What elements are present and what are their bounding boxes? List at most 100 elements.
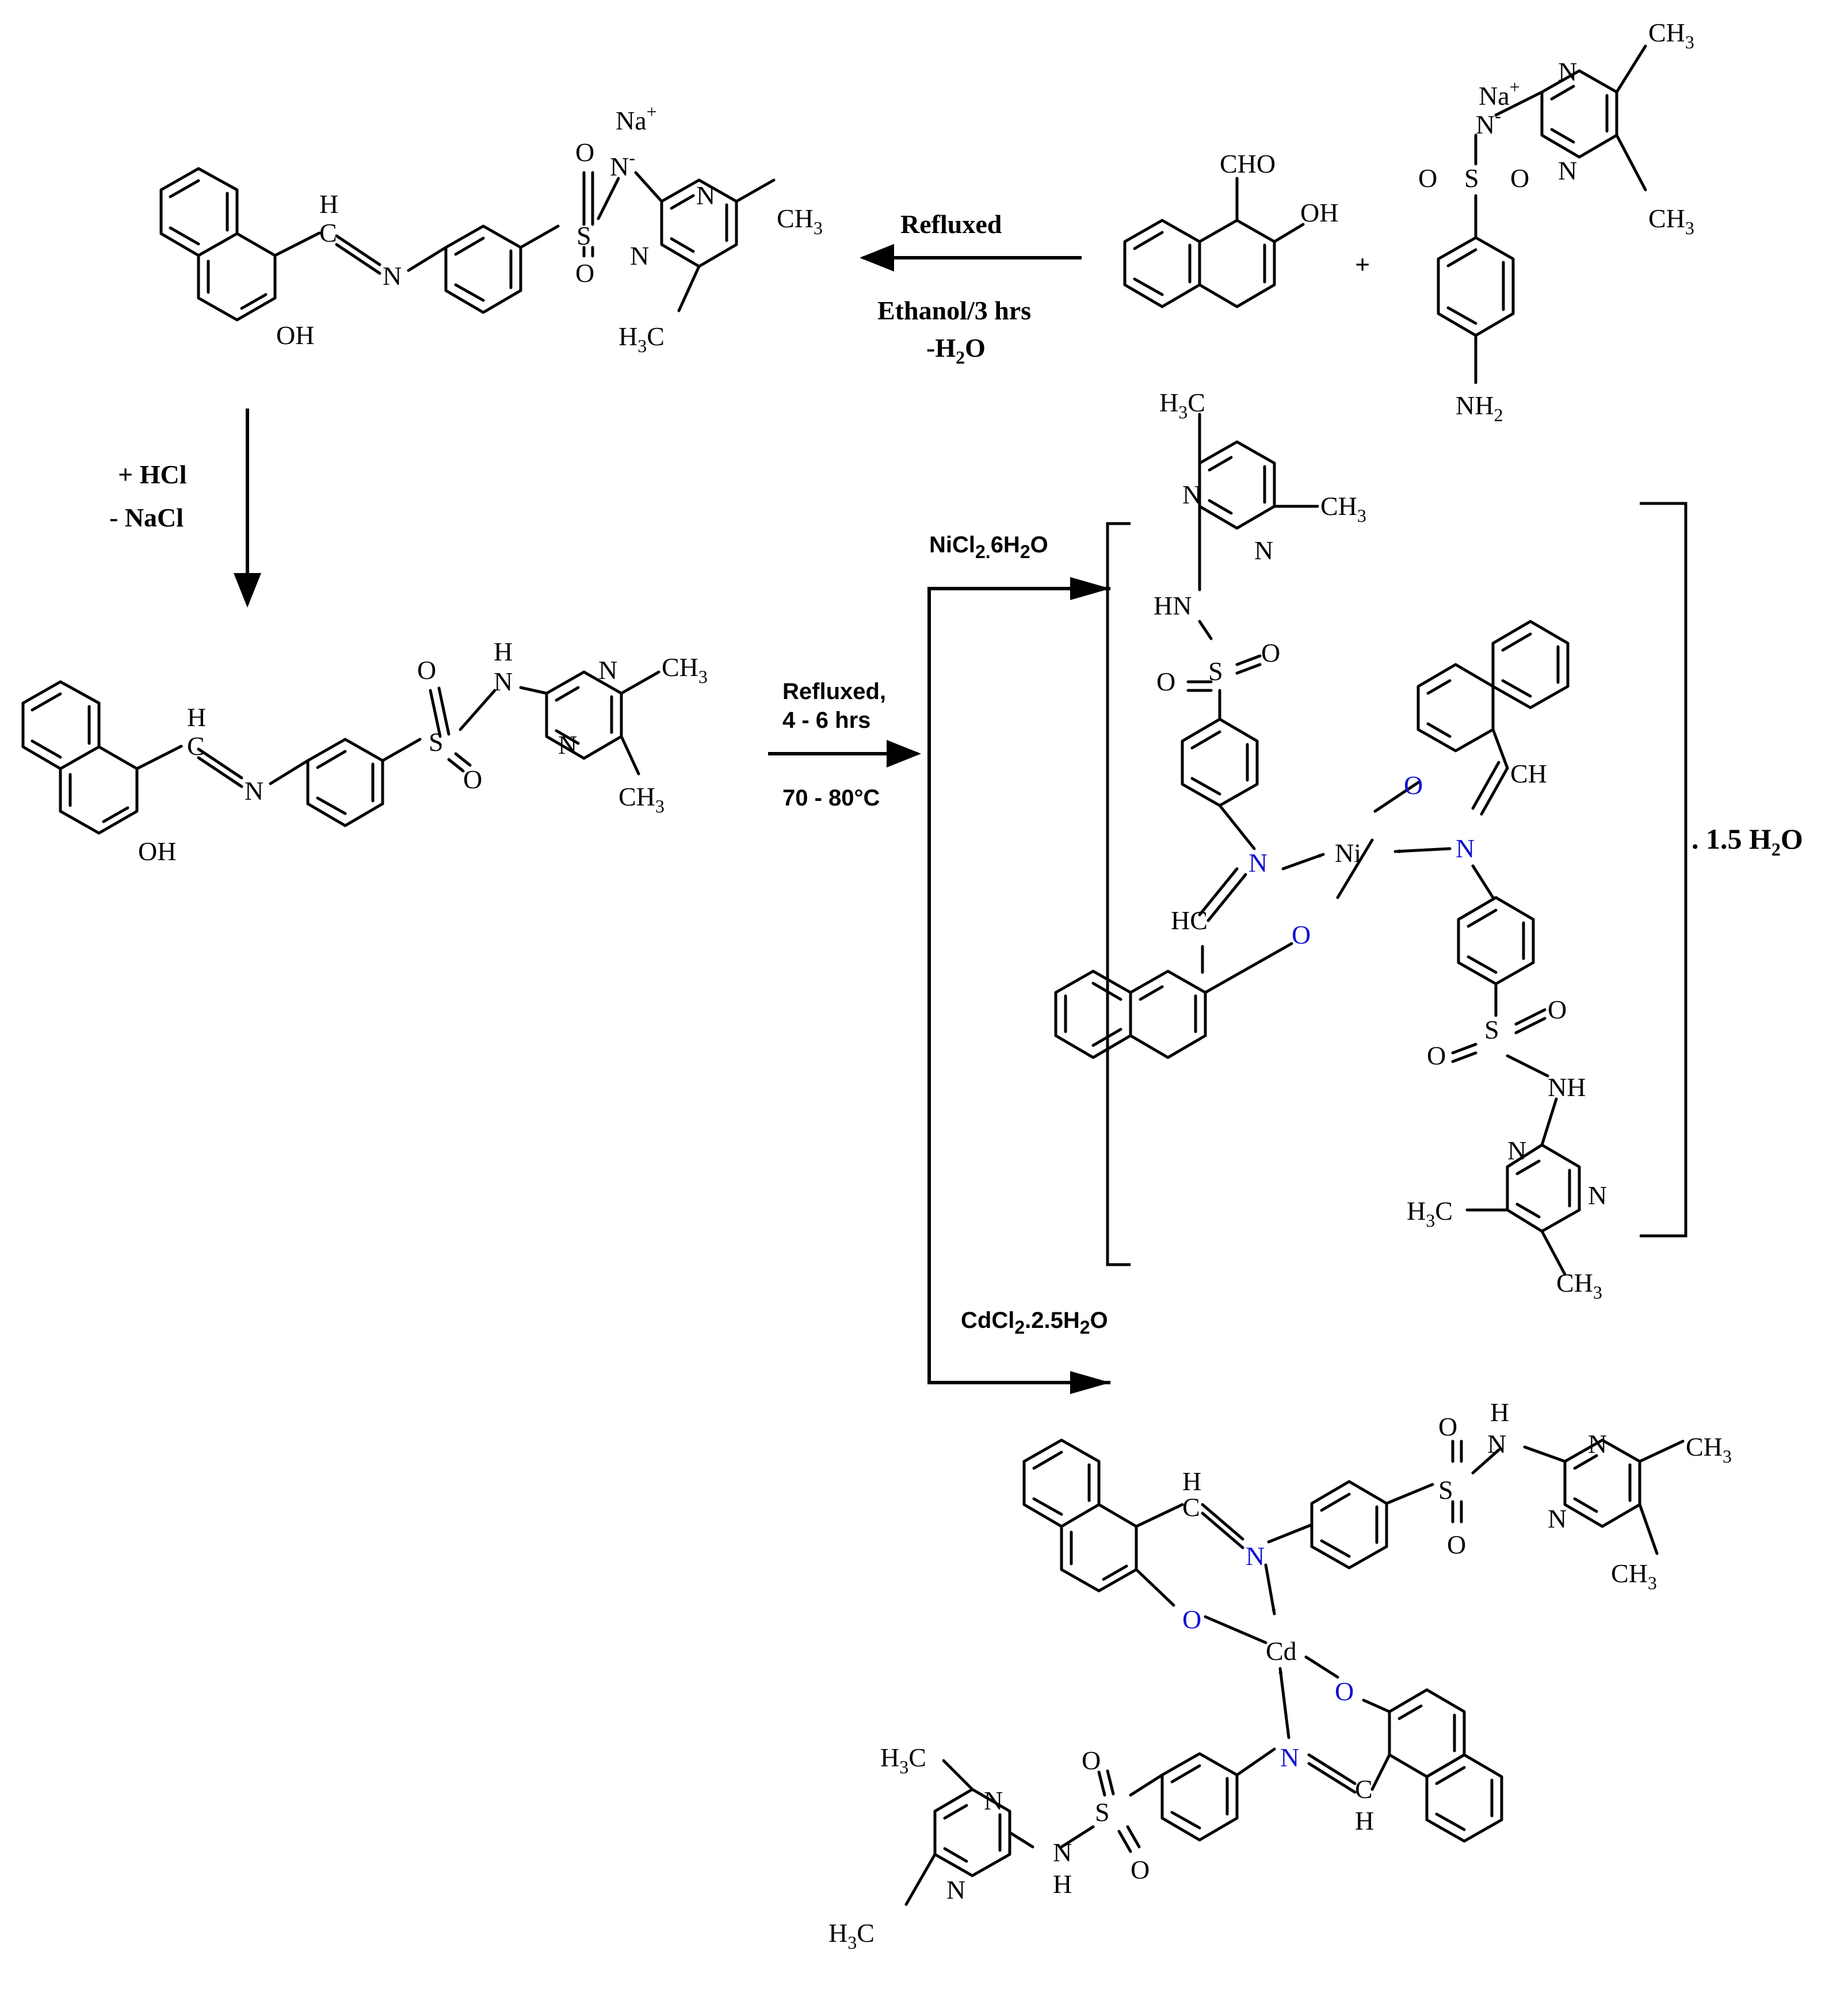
atom-s: S <box>1208 656 1223 686</box>
atom-o: O <box>1427 1041 1446 1070</box>
atom-h: H <box>1490 1398 1509 1427</box>
atom-n: N <box>696 181 715 210</box>
atom-nh2: NH2 <box>1456 391 1503 425</box>
atom-o: O <box>1548 995 1567 1024</box>
atom-ni: Ni <box>1335 838 1361 868</box>
atom-n: N <box>494 667 513 696</box>
atom-h3c: H3C <box>1407 1196 1453 1231</box>
atom-oh: OH <box>276 320 314 350</box>
atom-h3c: H3C <box>880 1743 926 1777</box>
atom-o: O <box>1156 667 1175 696</box>
atom-n-coordinating: N <box>1246 1541 1265 1571</box>
hydrate-label: . 1.5 H2O <box>1692 823 1803 860</box>
atom-n-minus: N- <box>1476 105 1501 139</box>
atom-n: N <box>383 261 402 291</box>
cadmium-complex <box>904 1438 1685 1906</box>
atom-o: O <box>1261 638 1280 667</box>
bracket-right <box>1640 502 1687 1238</box>
atom-o-coordinating: O <box>1182 1605 1201 1634</box>
atom-na: Na+ <box>616 101 657 135</box>
atom-cd: Cd <box>1266 1636 1297 1666</box>
atom-n: N <box>245 776 264 805</box>
atom-s: S <box>1484 1015 1499 1044</box>
atom-ch3: CH3 <box>1320 491 1366 526</box>
atom-c: C <box>1182 1492 1200 1522</box>
condition-hcl: + HCl <box>118 460 187 489</box>
atom-ch3: CH3 <box>777 204 823 238</box>
condition-refluxed: Refluxed, <box>782 679 886 704</box>
atom-c: C <box>319 218 337 247</box>
atom-ch: CH <box>1510 759 1547 788</box>
atom-s: S <box>576 221 591 250</box>
atom-h: H <box>1053 1869 1072 1899</box>
atom-o: O <box>575 138 594 167</box>
atom-o: O <box>1447 1530 1466 1559</box>
atom-na: Na+ <box>1479 77 1520 110</box>
atom-n: N <box>984 1786 1003 1815</box>
2-hydroxy-1-naphthaldehyde <box>1123 177 1305 308</box>
atom-n-minus: N- <box>610 147 635 181</box>
bracket-left <box>1106 522 1131 1266</box>
atom-c: C <box>1355 1774 1373 1804</box>
atom-n: N <box>1254 536 1273 565</box>
arrowhead-cd <box>1070 1371 1110 1394</box>
atom-h3c: H3C <box>1159 388 1205 422</box>
atom-o-coordinating: O <box>1292 920 1311 949</box>
atom-s: S <box>1464 163 1479 193</box>
atom-oh: OH <box>1300 198 1338 227</box>
atom-o: O <box>1131 1855 1150 1884</box>
condition-temperature: 70 - 80°C <box>782 785 880 811</box>
reagent-nickel-chloride: NiCl2.6H2O <box>929 532 1048 562</box>
condition-dehydration: -H2O <box>926 333 986 368</box>
atom-s: S <box>1095 1797 1110 1827</box>
atom-o: O <box>417 655 436 685</box>
atom-o: O <box>463 765 482 794</box>
reagent-cadmium-chloride: CdCl2.2.5H2O <box>961 1308 1108 1338</box>
atom-n: N <box>1558 57 1577 86</box>
atom-s: S <box>1438 1475 1453 1505</box>
atom-h: H <box>187 703 206 732</box>
branch-line <box>927 587 1110 1384</box>
atom-n: N <box>1053 1838 1072 1867</box>
atom-ch3: CH3 <box>618 782 665 816</box>
atom-h: H <box>319 189 338 219</box>
atom-o-coordinating: O <box>1335 1677 1354 1706</box>
atom-o: O <box>1082 1746 1101 1775</box>
plus-sign: + <box>1355 250 1370 279</box>
atom-h: H <box>1355 1806 1374 1835</box>
atom-h: H <box>494 637 513 666</box>
atom-o: O <box>1418 163 1437 193</box>
atom-h3c: H3C <box>618 322 665 356</box>
condition-nacl: - NaCl <box>109 503 184 532</box>
nickel-complex <box>1054 413 1581 1276</box>
atom-n: N <box>1507 1136 1526 1165</box>
atom-n: N <box>1487 1429 1506 1459</box>
sodium-sulfamethazine <box>1437 44 1647 384</box>
atom-c: C <box>187 731 205 761</box>
atom-n: N <box>558 730 577 759</box>
atom-ch3: CH3 <box>662 652 708 687</box>
atom-n: N <box>946 1875 965 1904</box>
atom-ch3: CH3 <box>1556 1268 1602 1303</box>
atom-h: H <box>1182 1467 1201 1496</box>
condition-refluxed: Refluxed <box>900 209 1002 239</box>
atom-nh: NH <box>1548 1072 1586 1102</box>
atom-hn: HN <box>1154 591 1192 620</box>
atom-ch3: CH3 <box>1611 1559 1657 1593</box>
atom-n-coordinating: N <box>1280 1743 1299 1772</box>
condition-solvent-time: Ethanol/3 hrs <box>877 296 1031 325</box>
atom-hc: HC <box>1171 906 1208 935</box>
atom-s: S <box>429 727 444 757</box>
atom-n: N <box>630 241 649 270</box>
atom-oh: OH <box>138 837 176 866</box>
atom-n-coordinating: N <box>1456 834 1475 863</box>
atom-o: O <box>1438 1412 1457 1441</box>
arrowhead-ni <box>1070 577 1110 600</box>
atom-n: N <box>598 655 617 685</box>
atom-o: O <box>575 258 594 288</box>
atom-ch3: CH3 <box>1648 204 1694 238</box>
schiff-base-ligand <box>21 670 660 835</box>
atom-ch3: CH3 <box>1648 18 1694 52</box>
atom-cho: CHO <box>1220 149 1276 178</box>
sodium-schiff-base-salt <box>159 167 776 322</box>
